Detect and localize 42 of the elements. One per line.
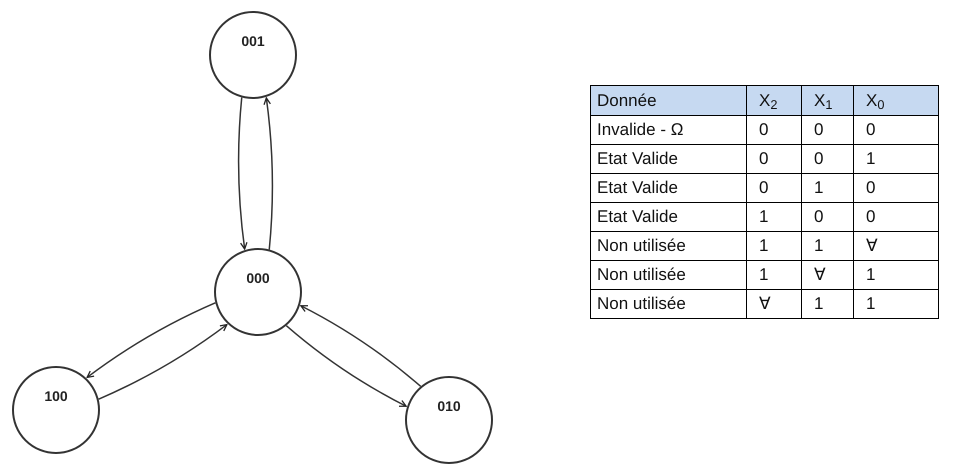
table-cell-text: 0 (866, 206, 876, 228)
arrow (86, 302, 216, 378)
table-cell-text: Non utilisée (597, 264, 686, 286)
table-cell-text: X$_{0}$ (866, 90, 884, 114)
table-cell-text: 1 (866, 264, 876, 286)
state-label: 010 (437, 397, 461, 416)
arrow (300, 305, 422, 387)
table-cell-text: 1 (814, 235, 824, 258)
table-cell-text: Non utilisée (597, 235, 686, 258)
table-cell-text: Invalide - Ω (597, 119, 684, 142)
table-cell-text: 0 (866, 177, 876, 200)
arrow (98, 324, 228, 400)
table-cell-text: 1 (759, 206, 768, 228)
arrow (286, 325, 407, 407)
table-cell-text: 1 (866, 293, 876, 316)
state-label: 001 (241, 32, 265, 51)
table-cell-text: 0 (814, 206, 824, 228)
table-cell-text: 1 (814, 293, 824, 316)
table-cell-text: ∀ (814, 264, 826, 286)
table-cell-text: ∀ (866, 235, 878, 258)
table-cell-text: Etat Valide (597, 177, 678, 200)
table-cell-text: Etat Valide (597, 206, 678, 228)
table-cell-text: 1 (759, 235, 768, 258)
table-cell-text: 0 (814, 119, 824, 142)
table-cell-text: 1 (759, 264, 768, 286)
table-cell-text: 0 (814, 148, 824, 170)
table-cell-text: 0 (759, 148, 768, 170)
table-cell-text: 1 (814, 177, 824, 200)
state-label: 100 (44, 387, 68, 406)
table-cell-text: X$_{2}$ (759, 90, 778, 114)
arrow (263, 97, 274, 250)
table-cell-text: Non utilisée (597, 293, 686, 316)
table-cell-text: 0 (759, 119, 768, 142)
table-cell-text: ∀ (759, 293, 771, 316)
table-cell-text: Etat Valide (597, 148, 678, 170)
table-cell-text: Donnée (597, 90, 657, 112)
table-cell-text: 0 (759, 177, 768, 200)
arrow (238, 97, 248, 250)
table-cell-text: 0 (866, 119, 876, 142)
table-cell-text: 1 (866, 148, 876, 170)
state-label: 000 (246, 269, 270, 288)
table-cell-text: X$_{1}$ (814, 90, 832, 114)
